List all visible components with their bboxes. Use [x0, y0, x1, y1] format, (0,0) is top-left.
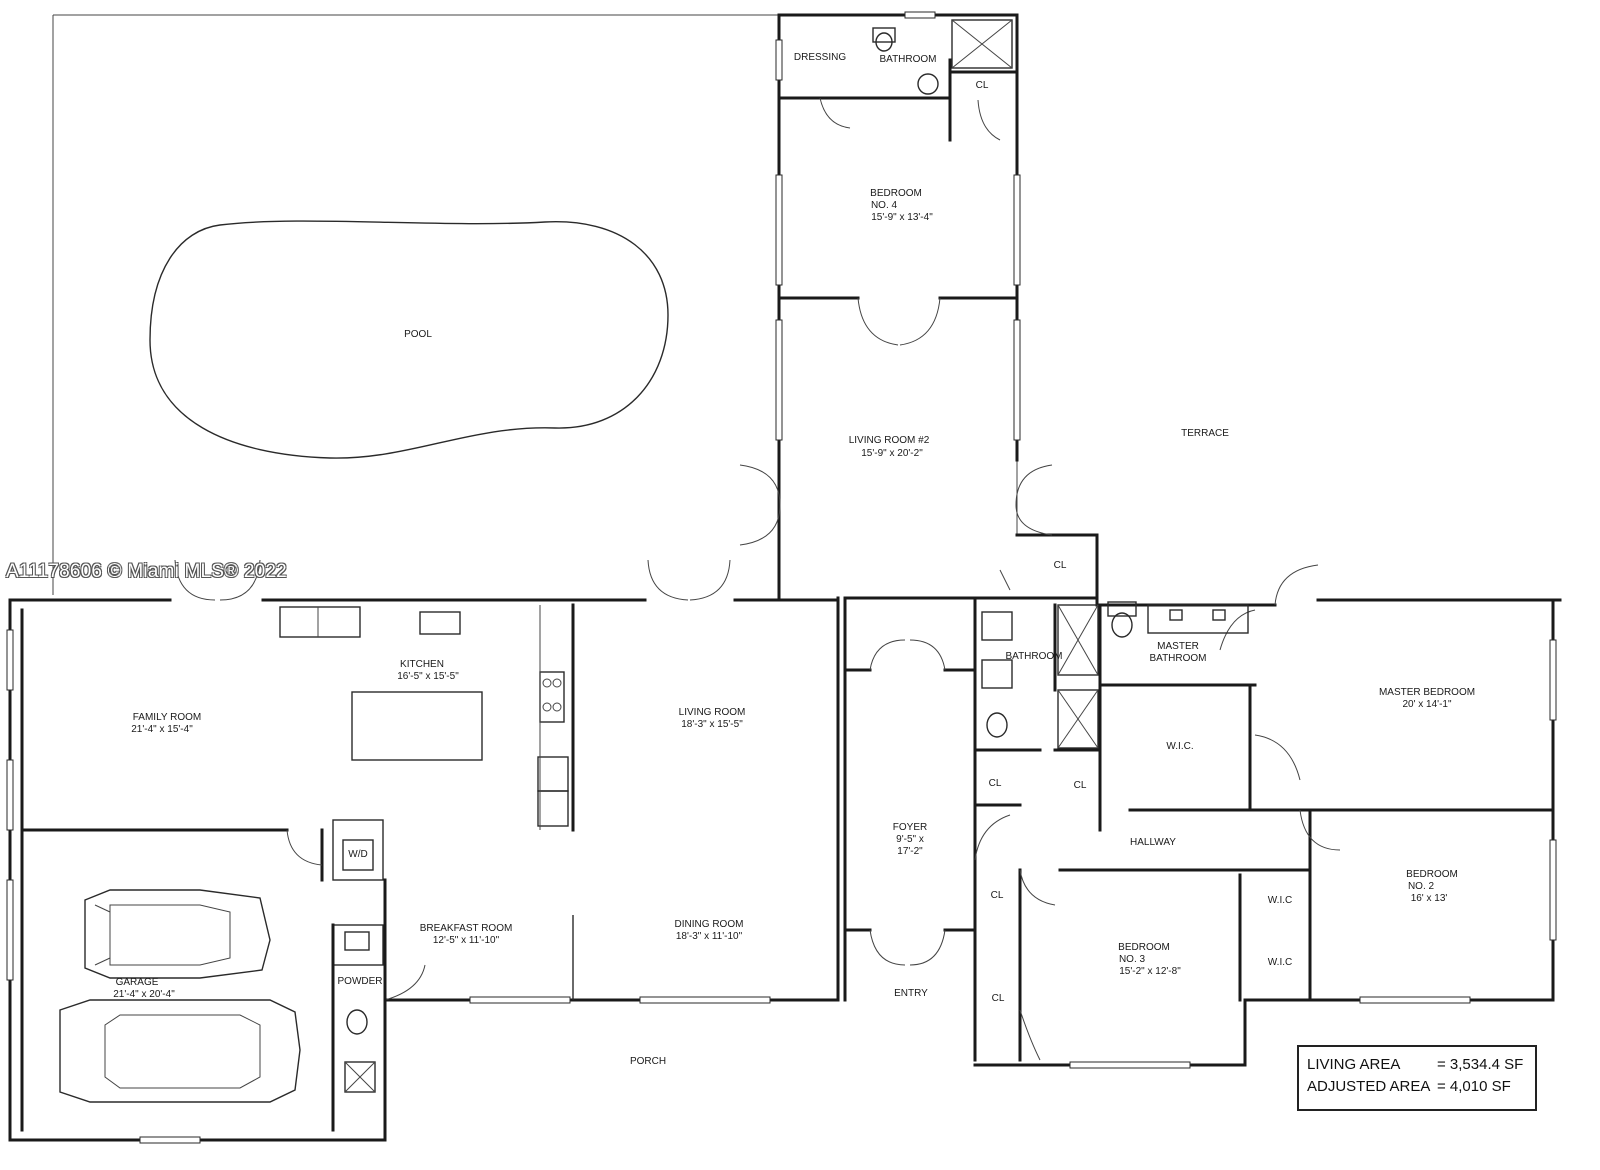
living-area-row: LIVING AREA = 3,534.4 SF [1307, 1054, 1527, 1076]
family-room-dimensions: 21'-4" x 15'-4" [131, 724, 193, 735]
master-bedroom-dimensions: 20' x 14'-1" [1402, 699, 1452, 710]
master-bedroom-label: MASTER BEDROOM [1378, 687, 1476, 698]
foyer-dimensions-2: 17'-2" [897, 846, 923, 857]
living-room-label: LIVING ROOM [678, 707, 746, 718]
foyer-label: FOYER [892, 822, 928, 833]
entry-label: ENTRY [894, 988, 928, 999]
wic-2-label: W.I.C [1267, 957, 1293, 968]
watermark: A11178606 © Miami MLS® 2022 [6, 561, 287, 582]
closet-top-label: CL [975, 80, 989, 91]
bathroom-mid-label: BATHROOM [1005, 651, 1063, 662]
pool-outline [149, 220, 669, 459]
adjusted-area-row: ADJUSTED AREA = 4,010 SF [1307, 1076, 1527, 1098]
foyer-dimensions-1: 9'-5" x [896, 834, 924, 845]
closet-c-label: CL [990, 890, 1004, 901]
dressing-label: DRESSING [793, 52, 847, 63]
north-wing-walls [777, 13, 1099, 600]
master-bathroom-label-2: BATHROOM [1149, 653, 1207, 664]
closet-mid-label: CL [1053, 560, 1067, 571]
yard-boundary [52, 14, 1098, 595]
bedroom4-label: BEDROOM [870, 188, 922, 199]
bedroom3-number: NO. 3 [1118, 954, 1146, 965]
closet-a-label: CL [988, 778, 1002, 789]
bedroom3-dimensions: 15'-2" x 12'-8" [1119, 966, 1181, 977]
garage-label: GARAGE [115, 977, 159, 988]
living-room2-dimensions: 15'-9" x 20'-2" [861, 448, 923, 459]
powder-label: POWDER [337, 976, 383, 987]
porch-label: PORCH [629, 1056, 667, 1067]
hallway-label: HALLWAY [1130, 837, 1176, 848]
bedroom4-dimensions: 15'-9" x 13'-4" [871, 212, 933, 223]
bedroom2-label: BEDROOM [1406, 869, 1458, 880]
car-icon [84, 889, 271, 979]
master-bathroom-label-1: MASTER [1157, 641, 1199, 652]
kitchen-label: KITCHEN [400, 659, 444, 670]
dining-room-label: DINING ROOM [674, 919, 744, 930]
bedroom4-number: NO. 4 [870, 200, 898, 211]
area-summary: LIVING AREA = 3,534.4 SF ADJUSTED AREA =… [1297, 1045, 1537, 1111]
car-icon [59, 999, 301, 1103]
family-room-label: FAMILY ROOM [132, 712, 202, 723]
terrace-label: TERRACE [1181, 428, 1229, 439]
bathroom-top-label: BATHROOM [879, 54, 937, 65]
adjusted-area-label: ADJUSTED AREA [1307, 1078, 1431, 1095]
living-area-label: LIVING AREA [1307, 1056, 1401, 1073]
dining-room-dimensions: 18'-3" x 11'-10" [675, 931, 743, 942]
breakfast-room-label: BREAKFAST ROOM [419, 923, 513, 934]
living-area-value: = 3,534.4 SF [1437, 1056, 1524, 1073]
kitchen-dimensions: 16'-5" x 15'-5" [397, 671, 459, 682]
living-room-dimensions: 18'-3" x 15'-5" [681, 719, 743, 730]
closet-d-label: CL [991, 993, 1005, 1004]
closet-b-label: CL [1073, 780, 1087, 791]
bedroom2-dimensions: 16' x 13' [1410, 893, 1448, 904]
garage-dimensions: 21'-4" x 20'-4" [113, 989, 175, 1000]
living-room2-label: LIVING ROOM #2 [848, 435, 930, 446]
washer-dryer-label: W/D [348, 849, 368, 860]
pool-label: POOL [404, 329, 432, 340]
adjusted-area-value: = 4,010 SF [1437, 1078, 1511, 1095]
bedroom2-number: NO. 2 [1407, 881, 1435, 892]
wic-1-label: W.I.C [1267, 895, 1293, 906]
bedroom3-label: BEDROOM [1118, 942, 1170, 953]
breakfast-room-dimensions: 12'-5" x 11'-10" [432, 935, 500, 946]
master-wic-label: W.I.C. [1166, 741, 1194, 752]
